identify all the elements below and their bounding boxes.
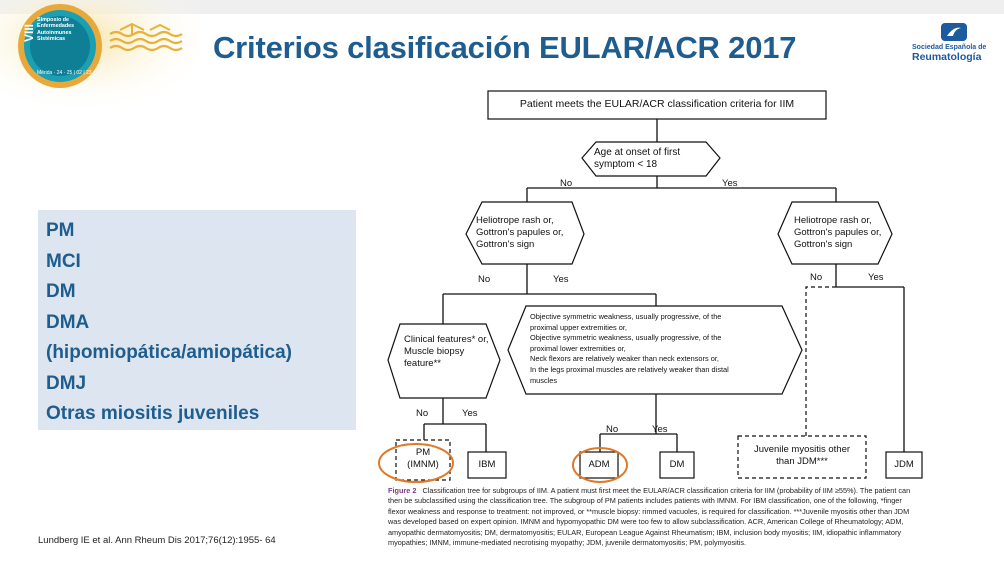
clinical-hexagon [387,323,501,399]
subtype-list: PM MCI DM DMA (hipomiopática/amiopática)… [38,210,356,430]
figure-caption-text: Classification tree for subgroups of IIM… [388,486,911,548]
weakness-line: Neck flexors are relatively weaker than … [530,354,719,364]
symposium-line: Sistémicas [37,36,66,43]
dm-box [659,451,695,479]
weakness-criteria: Objective symmetric weakness, usually pr… [530,312,790,386]
adm-highlight-circle [572,447,628,483]
society-name-line1: Sociedad Española de [912,44,987,51]
helio-left-hexagon [465,201,585,265]
subtype-item: PM [46,220,75,241]
top-strip [0,0,1004,14]
slide-title: Criterios clasificación EULAR/ACR 2017 [213,30,797,65]
weakness-line: Objective symmetric weakness, usually pr… [530,312,722,321]
symposium-logo: VIII Simposio de Enfermedades Autoinmune… [0,0,200,110]
pm-box [395,439,451,481]
symposium-logo-graphic [0,0,200,110]
weakness-hexagon [507,305,803,395]
root-box [487,90,827,120]
ibm-label: IBM [478,459,496,470]
subtype-item: Otras miositis juveniles [46,403,260,424]
clinical-label: Clinical features* or, Muscle biopsy fea… [404,334,489,369]
adm-box [579,451,619,479]
juvenile-connector [805,286,836,436]
juvenile-label: Juvenile myositis other than JDM*** [753,444,851,467]
dm-label: DM [669,459,685,470]
subtype-item: (hipomiopática/amiopática) [46,342,292,363]
symposium-line: Enfermedades [37,23,75,30]
helio-left-no-label: No [478,274,491,285]
subtype-item: DMA [46,311,90,333]
symposium-date: Mérida · 24 · 25 | 02 | 23 [37,70,92,76]
weakness-yes-label: Yes [652,424,668,435]
weakness-line: Objective symmetric weakness, usually pr… [530,333,722,343]
citation: Lundberg IE et al. Ann Rheum Dis 2017;76… [38,535,276,546]
helio-right-hexagon [777,201,893,265]
juvenile-box [737,435,867,479]
symposium-line: Autoinmunes [37,29,72,36]
society-logo-icon [941,23,967,41]
ibm-box [467,451,507,479]
weakness-line: proximal lower extremities or, [530,343,626,353]
figure-label: Figure 2 [388,486,417,495]
adm-label: ADM [588,459,610,470]
society-name-line2: Reumatología [912,51,982,63]
symposium-roman: VIII [22,24,36,43]
age-label: Age at onset of first symptom < 18 [594,147,681,170]
flowchart-shapes [378,90,923,483]
helio-left-label: Heliotrope rash or, Gottron's papules or… [476,215,564,250]
helio-right-no-label: No [810,272,823,283]
jdm-label: JDM [894,459,914,470]
helio-right-yes-label: Yes [868,272,884,283]
weakness-no-label: No [606,424,619,435]
age-hexagon [581,141,721,177]
root-label: Patient meets the EULAR/ACR classificati… [519,98,795,110]
pm-label: PM (IMNM) [407,447,439,470]
clinical-no-label: No [416,408,429,419]
subtype-item: DM [46,281,76,302]
symposium-name: Simposio de Enfermedades Autoinmunes Sis… [37,17,107,43]
subtype-item: MCI [46,250,81,272]
weakness-line: proximal upper extremities or, [530,322,627,332]
weakness-line: In the legs proximal muscles are relativ… [530,364,729,374]
jdm-box [885,451,923,479]
helio-left-yes-label: Yes [553,274,569,285]
figure-caption: Figure 2 Classification tree for subgrou… [388,486,918,548]
helio-right-label: Heliotrope rash or, Gottron's papules or… [794,215,882,250]
age-no-label: No [560,178,573,189]
pm-highlight-circle [378,443,454,483]
subtype-item: DMJ [46,372,87,394]
age-yes-label: Yes [722,178,738,189]
clinical-yes-label: Yes [462,408,478,419]
classification-flowchart: Patient meets the EULAR/ACR classificati… [370,84,934,568]
symposium-line: Simposio de [37,17,70,23]
weakness-line: muscles [530,375,558,385]
